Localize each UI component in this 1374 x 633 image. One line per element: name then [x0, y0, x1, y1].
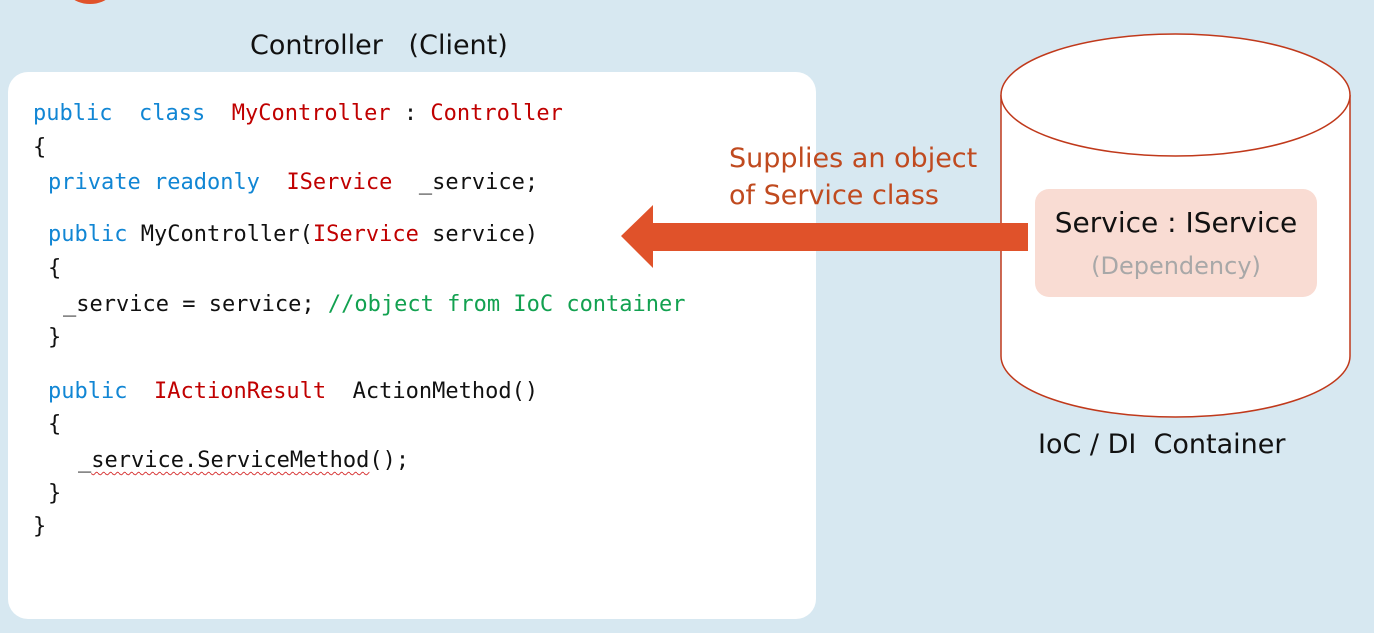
keyword-private: private: [48, 170, 141, 195]
service-name: Service : IService: [1054, 206, 1298, 239]
return-type: IActionResult: [153, 379, 327, 404]
call-suffix: ();: [369, 448, 410, 473]
code-line-service-call: _service.ServiceMethod();: [78, 448, 409, 474]
decorative-circle: [58, 0, 122, 4]
code-line-action-method: public IActionResult ActionMethod(): [48, 379, 538, 405]
keyword-readonly: readonly: [153, 170, 260, 195]
class-name: MyController: [231, 101, 391, 126]
container-title: IoC / DI Container: [1038, 429, 1286, 460]
call-prefix: _: [78, 448, 92, 473]
keyword-class: class: [138, 101, 206, 126]
code-comment: //object from IoC container: [327, 292, 686, 317]
base-class-name: Controller: [430, 101, 563, 126]
code-line-assignment: _service = service; //object from IoC co…: [63, 292, 686, 318]
colon: :: [390, 101, 431, 126]
supply-arrow: [621, 205, 1028, 268]
service-method-call: service.ServiceMethod: [91, 448, 370, 473]
param-name: service): [418, 222, 539, 247]
supply-arrow-label: Supplies an object of Service class: [729, 140, 977, 214]
code-line-class-close-brace: }: [33, 514, 47, 539]
keyword-public: public: [48, 222, 128, 247]
code-line-class-declaration: public class MyController : Controller: [33, 101, 563, 127]
code-line-constructor: public MyController(IService service): [48, 222, 538, 248]
code-line-ctor-open-brace: {: [48, 256, 62, 281]
assignment-statement: _service = service;: [63, 292, 328, 317]
code-line-ctor-close-brace: }: [48, 325, 62, 350]
code-panel: [8, 72, 816, 619]
keyword-public: public: [48, 379, 128, 404]
code-line-method-open-brace: {: [48, 412, 62, 437]
field-name: _service;: [418, 170, 539, 195]
keyword-public: public: [33, 101, 113, 126]
code-line-open-brace: {: [33, 135, 47, 160]
supply-label-line2: of Service class: [729, 180, 940, 211]
param-type: IService: [312, 222, 419, 247]
method-name: ActionMethod(): [352, 379, 539, 404]
constructor-name: MyController(: [127, 222, 313, 247]
service-subtitle: (Dependency): [1091, 252, 1261, 280]
client-title: Controller (Client): [250, 30, 508, 61]
field-type: IService: [286, 170, 393, 195]
service-dependency-box: Service : IService (Dependency): [1035, 189, 1317, 297]
supply-label-line1: Supplies an object: [729, 143, 978, 174]
code-line-method-close-brace: }: [48, 481, 62, 506]
code-line-field: private readonly IService _service;: [48, 170, 538, 196]
